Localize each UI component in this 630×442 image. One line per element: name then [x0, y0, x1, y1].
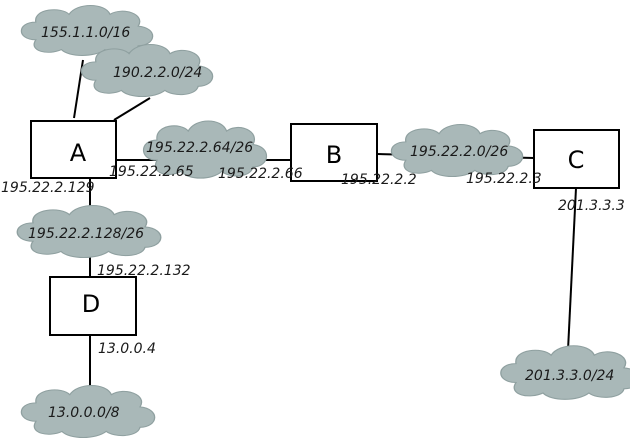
network-201-label: 201.3.3.0/24 — [525, 368, 614, 384]
iface-d-ad-label: 195.22.2.132 — [97, 263, 191, 279]
network-190-label: 190.2.2.0/24 — [113, 65, 202, 81]
router-b-box — [290, 123, 378, 182]
network-ab-label: 195.22.2.64/26 — [146, 140, 253, 156]
network-ad-label: 195.22.2.128/26 — [28, 226, 144, 242]
router-c-box — [533, 129, 620, 189]
router-a-box — [30, 120, 117, 179]
network-13-label: 13.0.0.0/8 — [48, 405, 120, 421]
router-d-label: D — [82, 290, 100, 318]
link-c-201 — [567, 187, 577, 351]
network-155-label: 155.1.1.0/16 — [41, 25, 130, 41]
iface-b-ab-label: 195.22.2.66 — [218, 166, 303, 182]
iface-b-bc-label: 195.22.2.2 — [341, 172, 417, 188]
router-d-box — [49, 276, 137, 336]
iface-c-bc-label: 195.22.2.3 — [466, 171, 542, 187]
router-b-label: B — [326, 141, 342, 169]
iface-a-ad-label: 195.22.2.129 — [1, 180, 95, 196]
router-c-label: C — [568, 146, 585, 174]
network-bc-label: 195.22.2.0/26 — [410, 144, 508, 160]
link-a-190 — [113, 97, 151, 121]
iface-a-ab-label: 195.22.2.65 — [109, 164, 194, 180]
iface-c-201-label: 201.3.3.3 — [558, 198, 625, 214]
iface-d-13-label: 13.0.0.4 — [98, 341, 156, 357]
router-a-label: A — [70, 139, 87, 167]
